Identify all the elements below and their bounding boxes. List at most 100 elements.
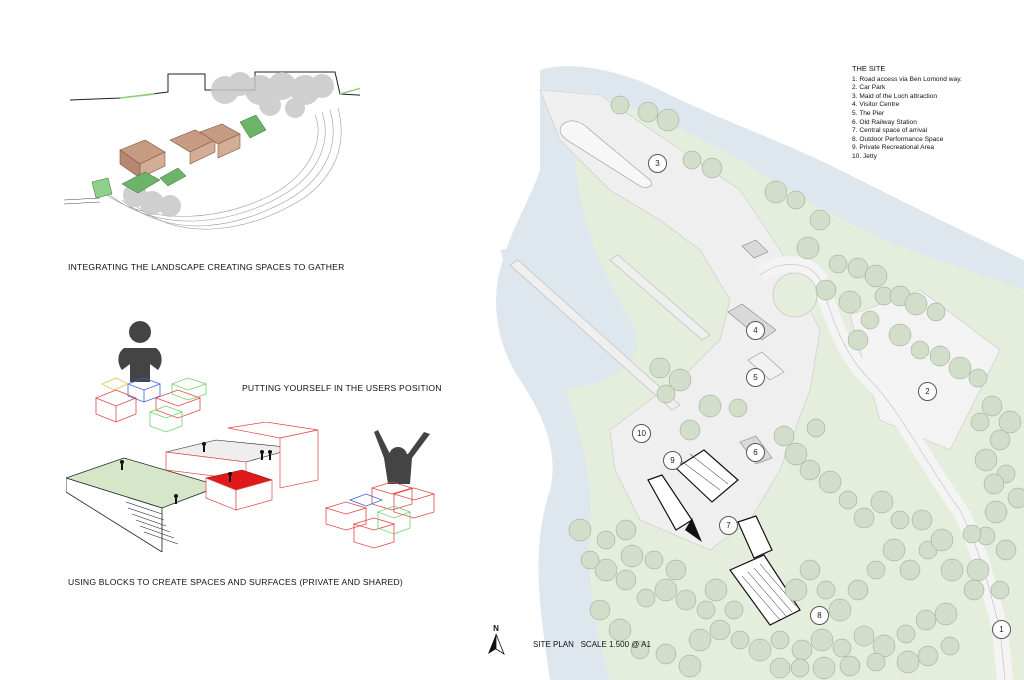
- tree-canopy: [929, 345, 951, 367]
- site-plan-map: [496, 66, 1024, 680]
- site-marker-10: 10: [632, 424, 651, 443]
- tree-canopy: [983, 473, 1005, 495]
- north-arrow-icon: N: [484, 622, 508, 658]
- tree-canopy: [818, 470, 842, 494]
- tree-canopy: [847, 329, 869, 351]
- tree-canopy: [679, 419, 701, 441]
- tree-canopy: [948, 356, 972, 380]
- tree-canopy: [872, 634, 896, 658]
- tree-canopy: [812, 656, 836, 680]
- tree-canopy: [784, 578, 808, 602]
- tree-canopy: [995, 539, 1017, 561]
- tree-canopy: [970, 412, 990, 432]
- caption-users-position: PUTTING YOURSELF IN THE USERS POSITION: [242, 383, 442, 393]
- tree-canopy: [962, 524, 982, 544]
- tree-canopy: [832, 638, 852, 658]
- tree-canopy: [882, 538, 906, 562]
- tree-canopy: [968, 368, 988, 388]
- tree-canopy: [704, 578, 728, 602]
- person-on-blocks-diagram: [88, 318, 218, 438]
- tree-canopy: [668, 368, 692, 392]
- tree-canopy: [896, 624, 916, 644]
- tree-canopy: [620, 544, 644, 568]
- pier-upper: [609, 254, 711, 341]
- tree-canopy: [890, 510, 910, 530]
- tree-canopy: [608, 618, 632, 642]
- tree-canopy: [1007, 487, 1024, 509]
- tree-canopy: [696, 600, 716, 620]
- tree-canopy: [784, 442, 808, 466]
- tree-canopy: [637, 101, 659, 123]
- tree-canopy: [974, 448, 998, 472]
- tree-canopy: [910, 340, 930, 360]
- tree-canopy: [644, 550, 664, 570]
- legend-item: 9. Private Recreational Area: [852, 144, 935, 152]
- tree-canopy: [896, 650, 920, 674]
- tree-canopy: [589, 599, 611, 621]
- tree-canopy: [940, 636, 960, 656]
- site-legend: THE SITE 1. Road access via Ben Lomond w…: [852, 64, 962, 162]
- legend-item: 10. Jetty: [852, 152, 877, 160]
- tree-canopy: [966, 558, 990, 582]
- site-plan-scale: SCALE 1.500 @ A1: [580, 640, 651, 649]
- tree-canopy: [728, 398, 748, 418]
- tree-canopy: [786, 190, 806, 210]
- site-marker-8: 8: [810, 606, 829, 625]
- tree-canopy: [770, 630, 790, 650]
- tree-canopy: [828, 254, 848, 274]
- tree-canopy: [636, 588, 656, 608]
- landscape-axonometric: [60, 60, 391, 240]
- tree-canopy: [809, 209, 831, 231]
- site-plan-caption: SITE PLAN SCALE 1.500 @ A1: [533, 640, 651, 649]
- tree-canopy: [688, 628, 712, 652]
- tree-canopy: [917, 645, 939, 667]
- tree-canopy: [853, 625, 875, 647]
- tree-canopy: [989, 429, 1011, 451]
- tree-canopy: [610, 95, 630, 115]
- tree-canopy: [904, 292, 928, 316]
- tree-canopy: [654, 578, 678, 602]
- tree-canopy: [911, 509, 933, 531]
- legend-item: 7. Central space of arrival: [852, 127, 928, 135]
- legend-item: 8. Outdoor Performance Space: [852, 135, 944, 143]
- tree-canopy: [724, 600, 744, 620]
- tree-canopy: [930, 528, 954, 552]
- tree-canopy: [915, 609, 937, 631]
- tree-canopy: [594, 558, 618, 582]
- pier: [509, 259, 681, 411]
- legend-item: 6. Old Railway Station: [852, 118, 917, 126]
- tree-canopy: [810, 628, 834, 652]
- tree-canopy: [630, 640, 650, 660]
- tree-canopy: [990, 580, 1010, 600]
- tree-canopy: [656, 108, 680, 132]
- tree-canopy: [764, 180, 788, 204]
- tree-canopy: [816, 580, 836, 600]
- tree-canopy: [866, 652, 886, 672]
- tree-canopy: [580, 550, 600, 570]
- legend-title: THE SITE: [852, 64, 886, 73]
- caption-blocks: USING BLOCKS TO CREATE SPACES AND SURFAC…: [68, 577, 403, 587]
- tree-canopy: [899, 559, 921, 581]
- tree-canopy: [799, 559, 821, 581]
- tree-canopy: [926, 302, 946, 322]
- tree-canopy: [847, 257, 869, 279]
- tree-canopy: [828, 598, 852, 622]
- blocks-spaces-diagram: [64, 421, 328, 553]
- tree-canopy: [806, 418, 826, 438]
- legend-item: 2. Car Park: [852, 84, 886, 92]
- site-marker-9: 9: [663, 451, 682, 470]
- north-label: N: [493, 624, 499, 633]
- tree-canopy: [799, 459, 821, 481]
- tree-canopy: [998, 410, 1022, 434]
- tree-canopy: [596, 530, 616, 550]
- legend-item: 3. Maid of the Loch attraction: [852, 92, 938, 100]
- tree-canopy: [984, 500, 1008, 524]
- site-marker-1: 1: [992, 620, 1011, 639]
- person-silhouette-icon: [118, 321, 162, 382]
- tree-canopy: [748, 638, 772, 662]
- tree-canopy: [888, 323, 912, 347]
- tree-canopy: [568, 518, 592, 542]
- person-on-blocks-drawing: [94, 321, 208, 433]
- tree-canopy: [838, 490, 858, 510]
- tree-canopy: [769, 657, 791, 679]
